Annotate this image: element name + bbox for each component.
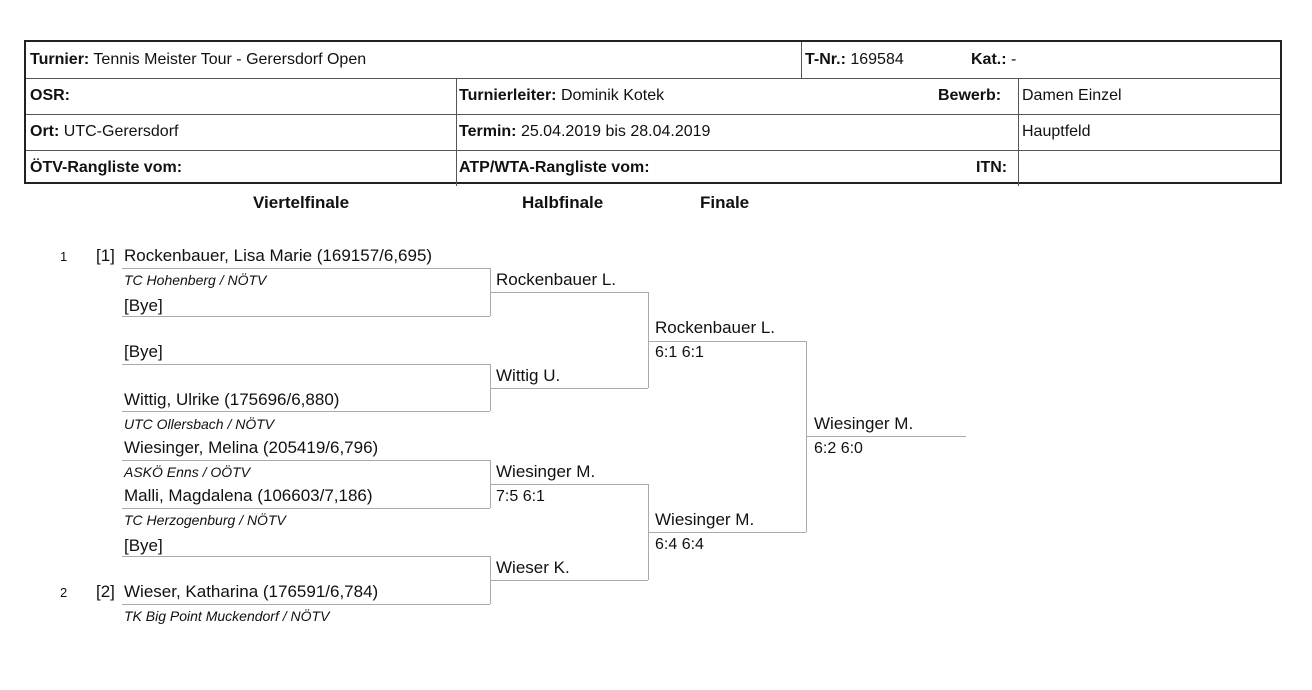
tnr-label: T-Nr.: <box>805 51 846 68</box>
bracket-line <box>122 508 490 509</box>
turnierleiter-label: Turnierleiter: <box>459 87 557 104</box>
ort-value: UTC-Gerersdorf <box>63 123 179 140</box>
round-heading-sf: Halbfinale <box>522 193 604 212</box>
player-name: [Bye] <box>124 342 163 361</box>
player-seed: [1] <box>96 246 115 265</box>
atp-label: ATP/WTA-Rangliste vom: <box>459 159 650 176</box>
final-score: 6:2 6:0 <box>814 440 863 457</box>
qf-winner: Rockenbauer L. <box>496 270 617 289</box>
qf-winner: Wittig U. <box>496 366 561 385</box>
player-name: Rockenbauer, Lisa Marie (169157/6,695) <box>124 246 433 265</box>
player-club: TC Herzogenburg / NÖTV <box>124 512 286 528</box>
tournament-header-table: Turnier: Tennis Meister Tour - Gerersdor… <box>24 40 1282 186</box>
bracket-line <box>648 292 649 388</box>
termin-value: 25.04.2019 bis 28.04.2019 <box>520 123 711 140</box>
qf-winner: Wiesinger M. <box>496 462 596 481</box>
player-name: Wiesinger, Melina (205419/6,796) <box>124 438 379 457</box>
bracket-line <box>122 411 490 412</box>
bracket-line <box>490 484 648 485</box>
player-club: TC Hohenberg / NÖTV <box>124 272 267 288</box>
turnier-label: Turnier: <box>30 51 90 68</box>
player-club: ASKÖ Enns / OÖTV <box>124 464 251 480</box>
bracket-line <box>648 532 806 533</box>
bewerb-value: Damen Einzel <box>1022 87 1122 104</box>
round-heading-final: Finale <box>700 193 750 212</box>
player-name: [Bye] <box>124 536 163 555</box>
bracket-line <box>490 580 648 581</box>
sf-score: 6:4 6:4 <box>655 536 704 553</box>
player-name: Malli, Magdalena (106603/7,186) <box>124 486 373 505</box>
turnier-value: Tennis Meister Tour - Gerersdorf Open <box>93 51 367 68</box>
round-heading-qf: Viertelfinale <box>253 193 350 212</box>
header-row-ranglisten: ÖTV-Rangliste vom: ATP/WTA-Rangliste vom… <box>26 150 1280 186</box>
tnr-value: 169584 <box>850 51 904 68</box>
turnierleiter-value: Dominik Kotek <box>560 87 665 104</box>
header-row-tournament: Turnier: Tennis Meister Tour - Gerersdor… <box>26 42 1280 79</box>
header-row-osr: OSR: Turnierleiter: Dominik Kotek Bewerb… <box>26 78 1280 115</box>
kat-label: Kat.: <box>971 51 1007 68</box>
bracket-line <box>648 341 806 342</box>
draw-position-2: 2 <box>60 585 68 600</box>
draw-position-1: 1 <box>60 249 68 264</box>
feld-value: Hauptfeld <box>1022 123 1091 140</box>
bracket-line <box>122 268 490 269</box>
qf-winner: Wieser K. <box>496 558 570 577</box>
final-winner: Wiesinger M. <box>814 414 914 433</box>
bracket-line <box>122 604 490 605</box>
sf-winner: Rockenbauer L. <box>655 318 776 337</box>
termin-label: Termin: <box>459 123 517 140</box>
player-club: UTC Ollersbach / NÖTV <box>124 416 275 432</box>
sf-score: 6:1 6:1 <box>655 344 704 361</box>
player-club: TK Big Point Muckendorf / NÖTV <box>124 608 330 624</box>
bracket-line <box>122 460 490 461</box>
bracket-line <box>122 316 490 317</box>
bracket-line <box>490 364 491 411</box>
itn-label: ITN: <box>976 159 1008 176</box>
bracket-line <box>122 556 490 557</box>
player-name: [Bye] <box>124 296 163 315</box>
osr-label: OSR: <box>30 87 70 104</box>
bewerb-label: Bewerb: <box>938 87 1002 104</box>
kat-value: - <box>1011 51 1017 68</box>
header-row-ort: Ort: UTC-Gerersdorf Termin: 25.04.2019 b… <box>26 114 1280 151</box>
sf-winner: Wiesinger M. <box>655 510 755 529</box>
player-seed: [2] <box>96 582 115 601</box>
ort-label: Ort: <box>30 123 60 140</box>
bracket-line <box>806 436 966 437</box>
bracket-line <box>122 364 490 365</box>
player-name: Wittig, Ulrike (175696/6,880) <box>124 390 340 409</box>
bracket-line <box>490 292 648 293</box>
oetv-label: ÖTV-Rangliste vom: <box>30 159 183 176</box>
player-name: Wieser, Katharina (176591/6,784) <box>124 582 379 601</box>
bracket-line <box>490 388 648 389</box>
qf-score: 7:5 6:1 <box>496 488 545 505</box>
